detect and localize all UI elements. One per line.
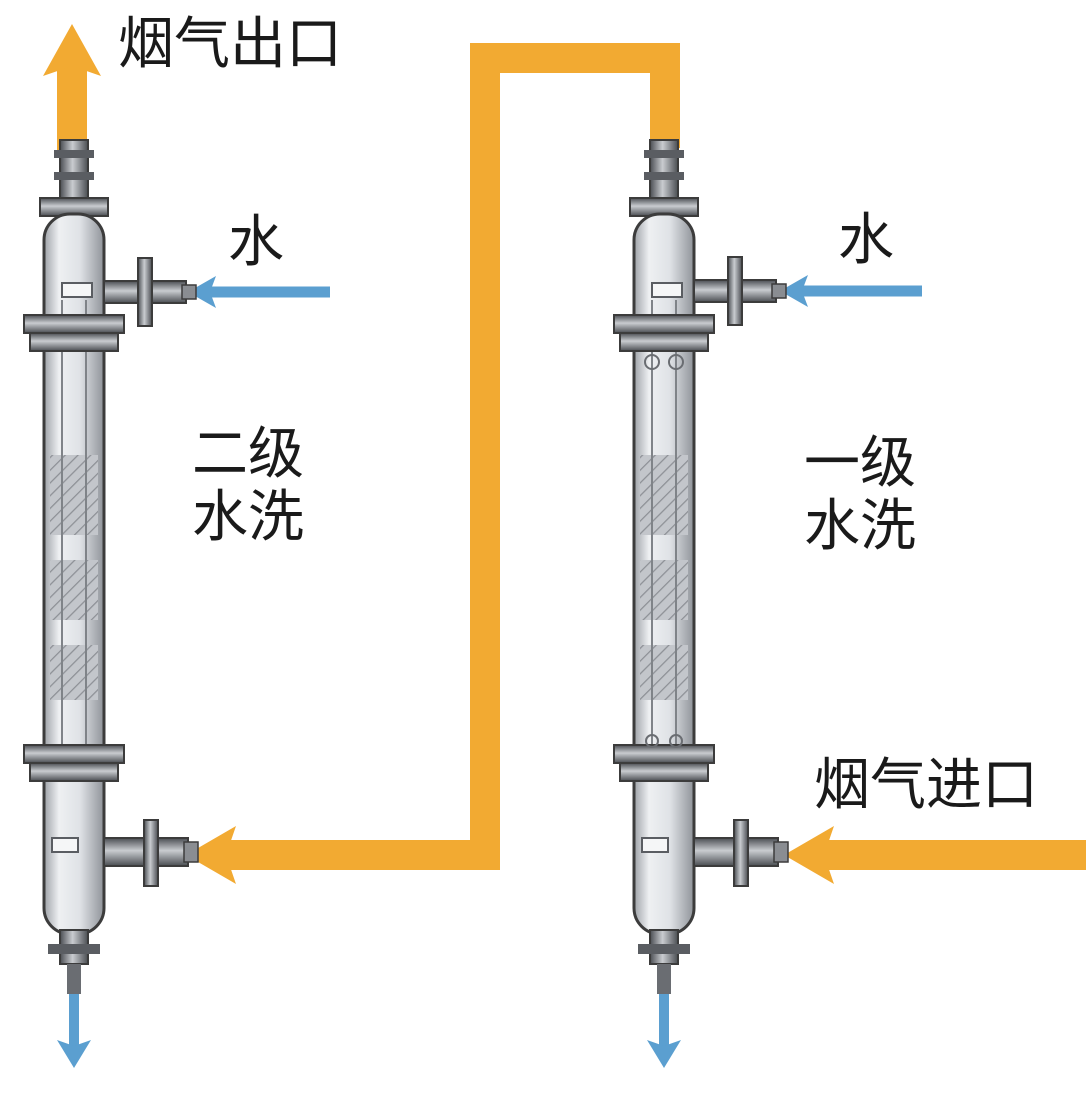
gas-inlet-arrow-icon [784,826,834,884]
column-stage-1 [613,139,789,994]
stage-1-label-line2: 水洗 [804,493,916,559]
gas-outlet-arrow-icon [43,24,101,76]
gas-outlet-label: 烟气出口 [118,12,342,77]
water-inlet-left-label: 水 [228,210,284,275]
stage-1-label: 一级 水洗 [804,431,916,559]
stage-2-label-line2: 水洗 [192,484,304,550]
water-inlet-left-arrow-icon [188,276,216,308]
gas-transfer-pipe [212,43,680,870]
stage-1-label-line1: 一级 [804,431,916,496]
water-inlet-right-arrow-icon [780,275,808,307]
stage-2-label: 二级 水洗 [192,422,304,550]
stage-2-label-line1: 二级 [192,422,304,487]
water-inlet-right-label: 水 [838,208,894,273]
gas-inlet-label: 烟气进口 [814,753,1038,818]
water-drain-left-arrow-icon [57,1040,91,1068]
column-stage-2 [23,139,199,994]
water-drain-right-arrow-icon [647,1040,681,1068]
gas-transfer-arrow-icon [186,826,236,884]
